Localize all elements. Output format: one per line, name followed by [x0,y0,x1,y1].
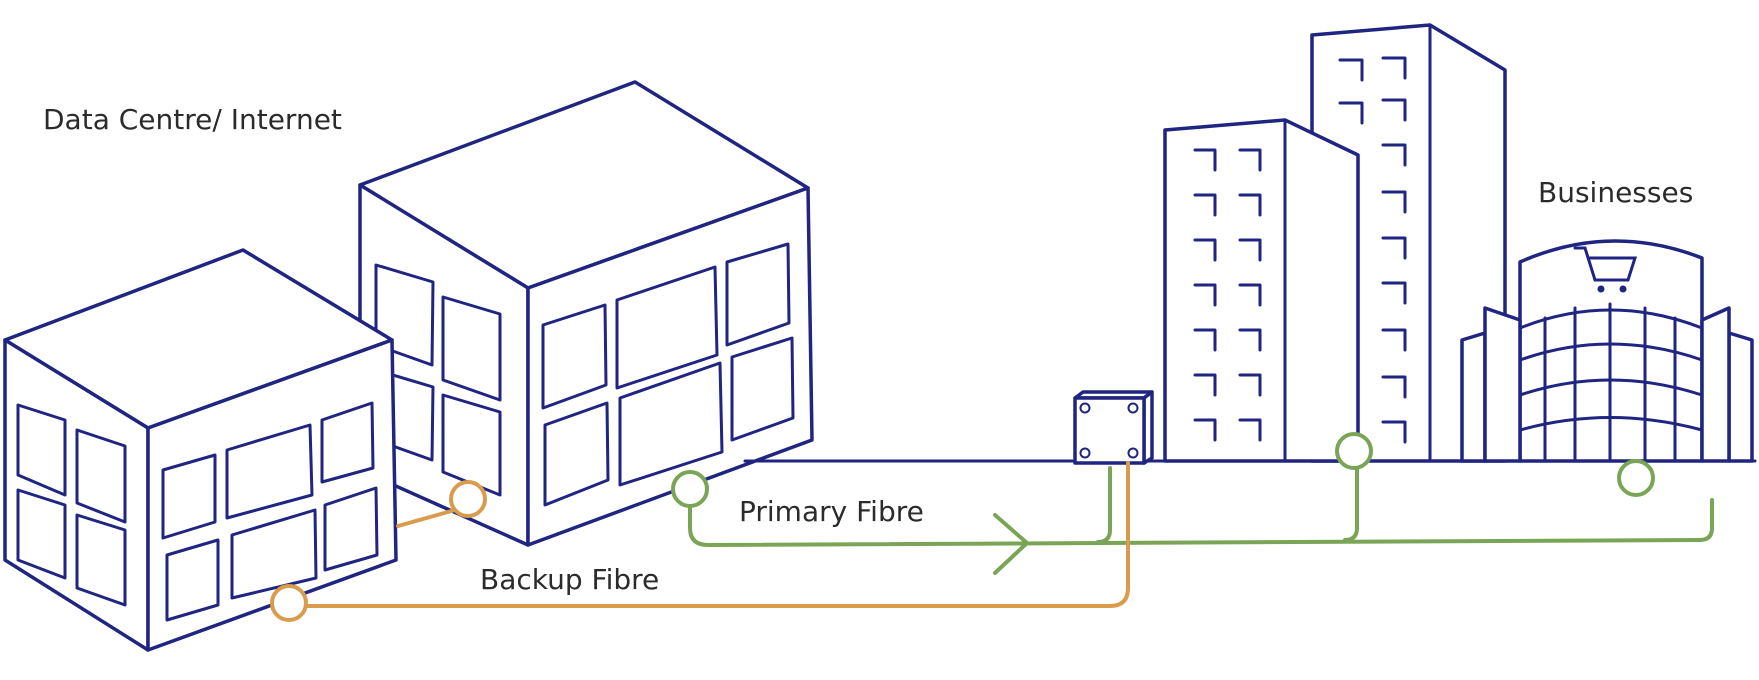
data-centre-label: Data Centre/ Internet [43,103,342,136]
primary-fibre-node-data-centre [671,470,709,508]
window [16,401,379,622]
data-centre-building-front [3,248,398,652]
shopping-cart-icon [1573,246,1638,293]
window [1338,56,1407,444]
backup-fibre-label: Backup Fibre [480,563,659,596]
backup-fibre-node-front-building [270,584,308,622]
junction-box [1073,390,1154,465]
window [1193,148,1262,442]
primary-fibre-node-mall [1617,459,1655,497]
primary-fibre-route [688,466,1714,575]
office-tower-tall [1310,23,1507,463]
backup-fibre-route [303,461,1130,608]
primary-fibre-node-tower [1335,432,1373,470]
direction-arrow [993,513,1029,575]
backup-fibre-node-back-building [449,480,487,518]
office-tower-mid [1163,118,1360,463]
data-centre-building-back [358,80,814,547]
primary-fibre-label: Primary Fibre [739,495,924,528]
shopping-mall [1460,239,1754,463]
businesses-label: Businesses [1538,176,1693,209]
